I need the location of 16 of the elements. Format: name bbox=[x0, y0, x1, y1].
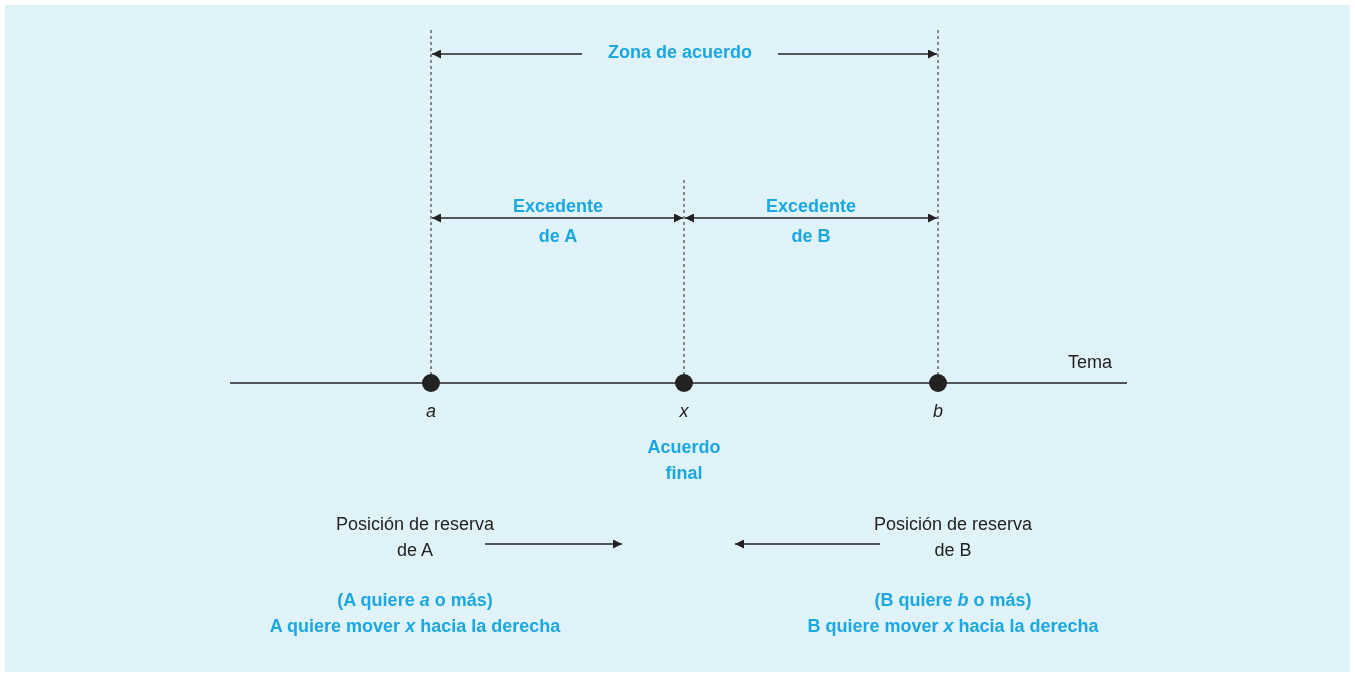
reserve-position-text: Posición de reserva de A bbox=[325, 511, 505, 563]
note-text: (B quiere b o más) bbox=[873, 590, 1033, 611]
dimension-label: Excedente de B bbox=[764, 195, 857, 248]
point-label: a bbox=[425, 401, 437, 422]
note-text: (A quiere a o más) bbox=[336, 590, 494, 611]
arrow bbox=[484, 539, 623, 549]
note-text: A quiere mover x hacia la derecha bbox=[268, 616, 562, 637]
dimension-label: Zona de acuerdo bbox=[607, 42, 753, 63]
point-label: Acuerdo final bbox=[646, 436, 722, 485]
point-label: b bbox=[932, 401, 944, 422]
reserve-position-text: Posición de reserva de B bbox=[863, 511, 1043, 563]
axis-label: Tema bbox=[1067, 352, 1113, 373]
note-text: B quiere mover x hacia la derecha bbox=[806, 616, 1100, 637]
arrow bbox=[734, 539, 881, 549]
point-label: x bbox=[678, 401, 690, 422]
dimension-label: Excedente de A bbox=[511, 195, 604, 248]
